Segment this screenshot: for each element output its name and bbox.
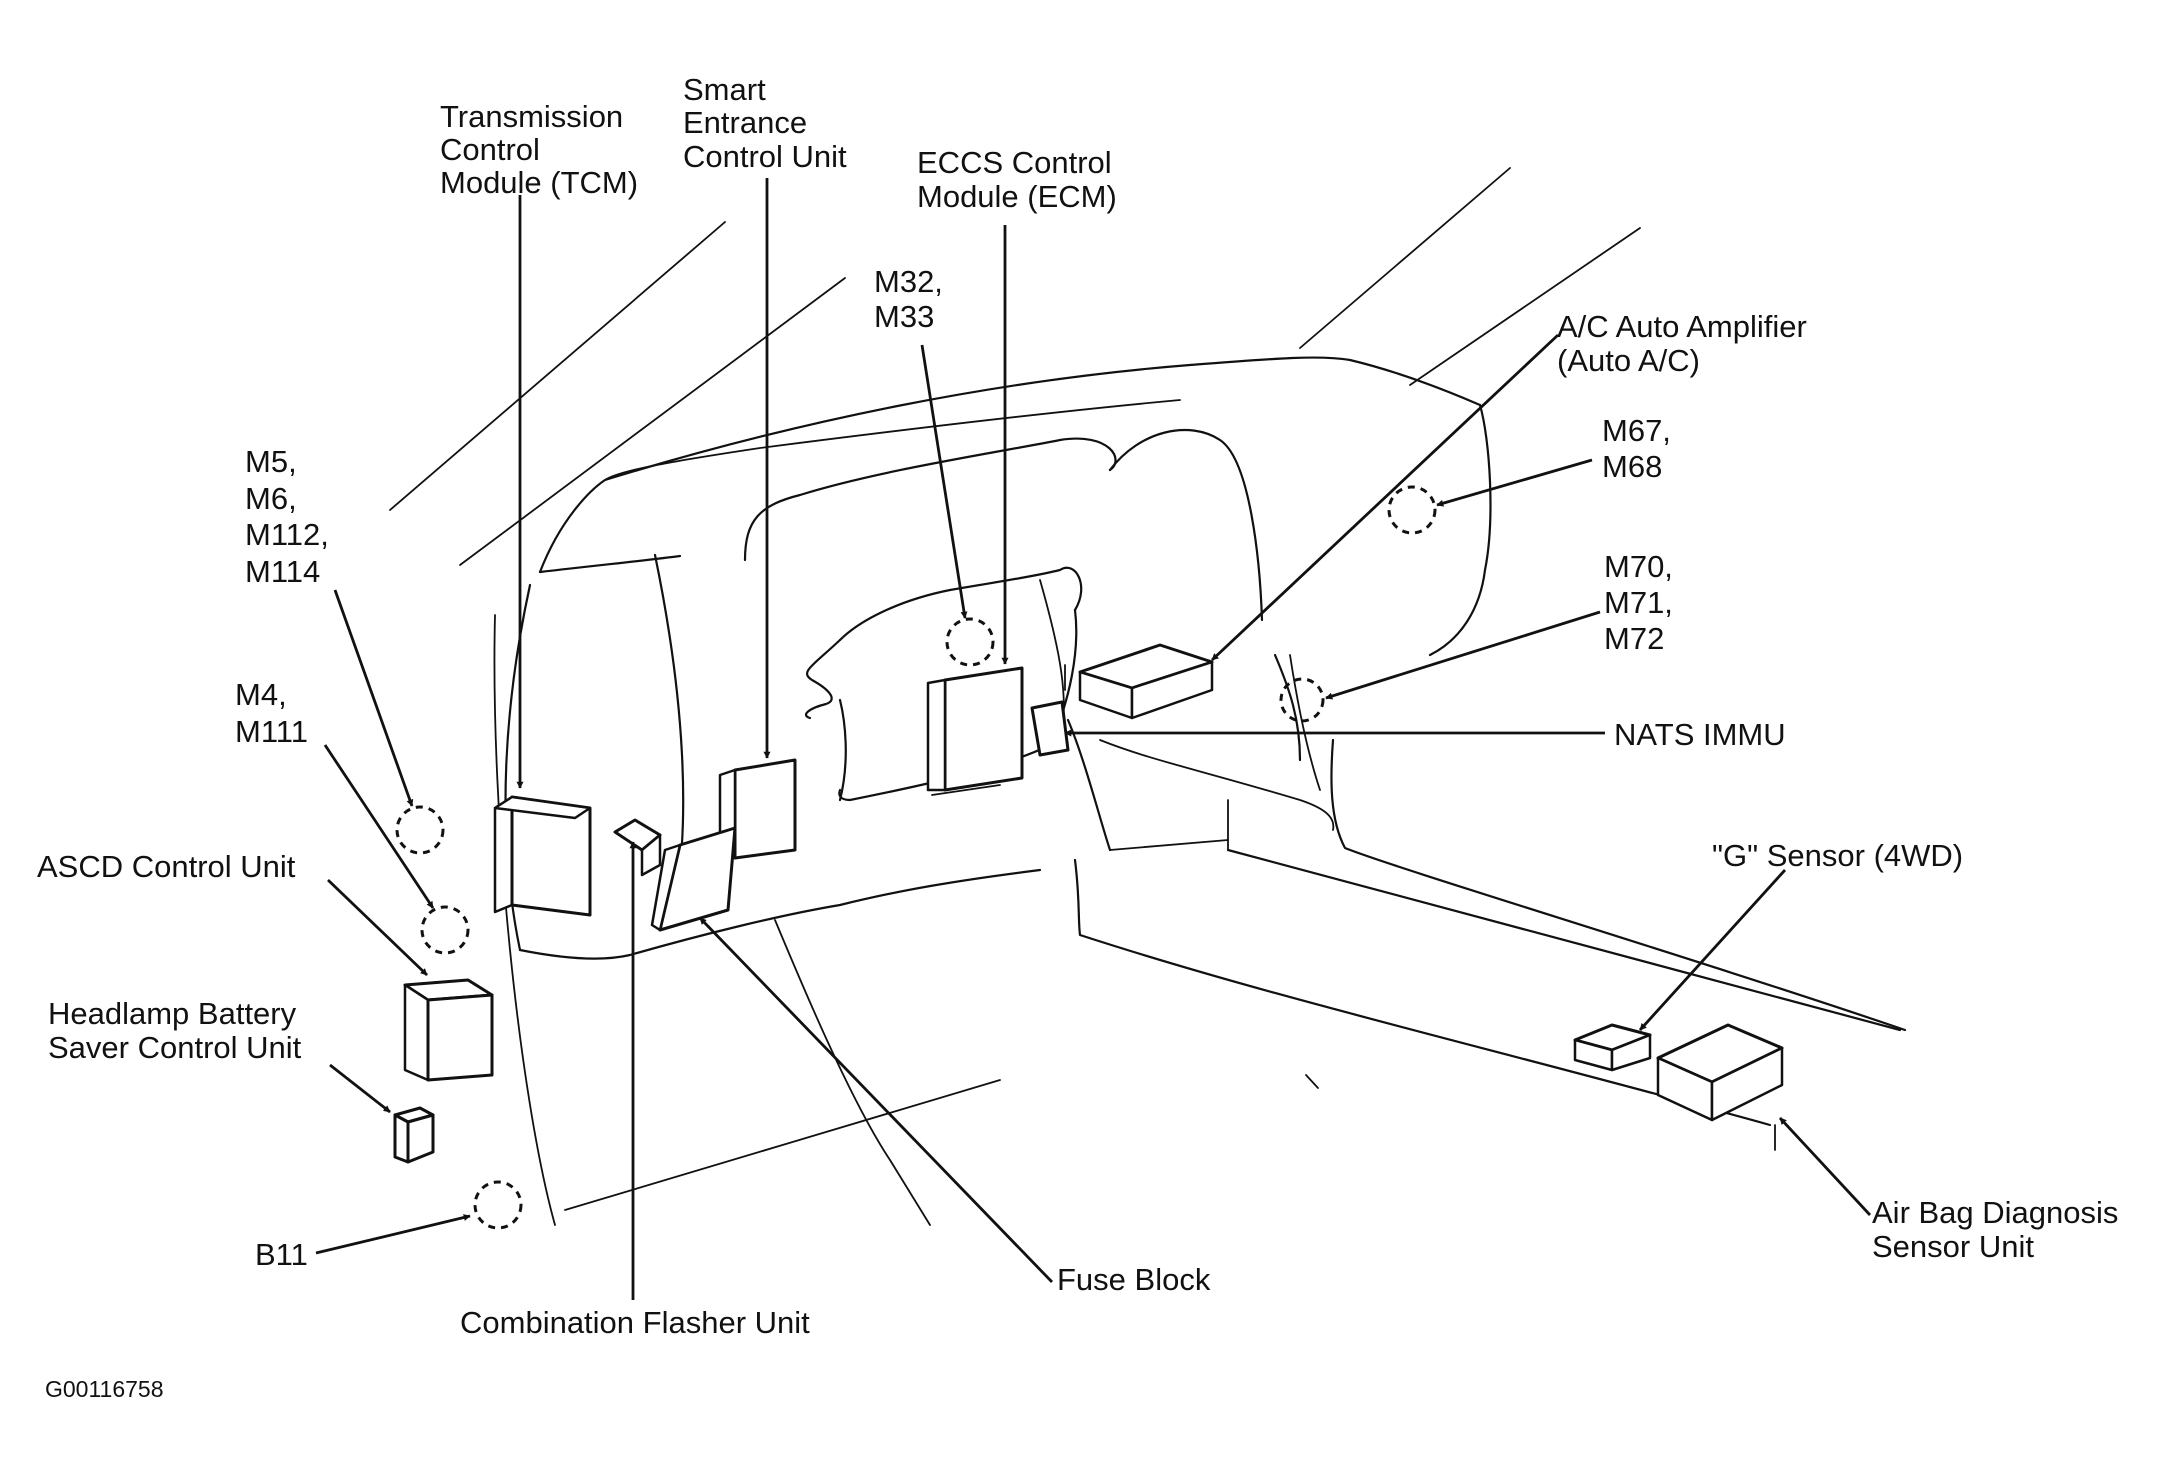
leader-g-sensor xyxy=(1638,869,1787,1031)
connector-m32-m33 xyxy=(945,617,995,667)
components xyxy=(393,643,1784,1164)
ac-auto-amplifier-module xyxy=(1064,643,1214,720)
connector-m5-m114 xyxy=(395,805,445,855)
leader-m32-m33 xyxy=(920,344,968,619)
label-airbag-sensor: Air Bag Diagnosis Sensor Unit xyxy=(1872,1195,2127,1264)
nats-immu-module xyxy=(1030,700,1070,757)
tcm-module xyxy=(493,795,592,917)
ascd-control-unit xyxy=(403,978,494,1082)
label-m4-m111: M4, M111 xyxy=(235,677,308,749)
leader-ac-amp xyxy=(1211,333,1559,662)
figure-code: G00116758 xyxy=(45,1376,164,1402)
label-ac-auto-amplifier: A/C Auto Amplifier (Auto A/C) xyxy=(1557,309,1815,378)
connector-markers xyxy=(395,485,1437,1230)
airbag-sensor-module xyxy=(1656,1023,1784,1122)
leader-b11 xyxy=(315,1214,471,1255)
label-smart-entrance: Smart Entrance Control Unit xyxy=(683,72,847,174)
label-m5-m114: M5, M6, M112, M114 xyxy=(245,444,337,589)
label-m67-m68: M67, M68 xyxy=(1602,413,1680,484)
combination-flasher-unit xyxy=(613,818,662,877)
label-tcm: Transmission Control Module (TCM) xyxy=(440,99,638,200)
g-sensor-module xyxy=(1573,1023,1652,1072)
connector-b11 xyxy=(473,1180,523,1230)
leader-ascd xyxy=(327,878,428,977)
label-headlamp-saver: Headlamp Battery Saver Control Unit xyxy=(48,996,305,1065)
label-nats-immu: NATS IMMU xyxy=(1614,717,1786,752)
label-ecm: ECCS Control Module (ECM) xyxy=(917,145,1120,214)
label-ascd: ASCD Control Unit xyxy=(37,849,296,884)
callout-labels: Transmission Control Module (TCM) Smart … xyxy=(37,72,2127,1402)
leader-airbag xyxy=(1778,1117,1872,1216)
connector-m67-m68 xyxy=(1387,485,1437,535)
leader-fuse xyxy=(698,917,1054,1283)
headlamp-saver-unit xyxy=(393,1106,435,1164)
leader-m67-m68 xyxy=(1436,458,1593,507)
ecm-module xyxy=(926,666,1024,796)
connector-m70-m72 xyxy=(1279,677,1325,723)
label-m70-m72: M70, M71, M72 xyxy=(1604,549,1682,656)
leader-lines xyxy=(315,178,1872,1300)
leader-m5-m114 xyxy=(333,589,414,807)
label-m32-m33: M32, M33 xyxy=(874,264,952,334)
connector-m4-m111 xyxy=(420,905,470,955)
label-fuse-block: Fuse Block xyxy=(1057,1262,1211,1297)
leader-m4-m111 xyxy=(323,744,435,909)
label-b11: B11 xyxy=(255,1237,308,1272)
label-combination-flasher: Combination Flasher Unit xyxy=(460,1305,810,1340)
label-g-sensor: "G" Sensor (4WD) xyxy=(1712,838,1963,873)
leader-m70-m72 xyxy=(1325,610,1601,700)
leader-headlamp xyxy=(329,1063,391,1114)
fuse-block xyxy=(650,826,737,932)
